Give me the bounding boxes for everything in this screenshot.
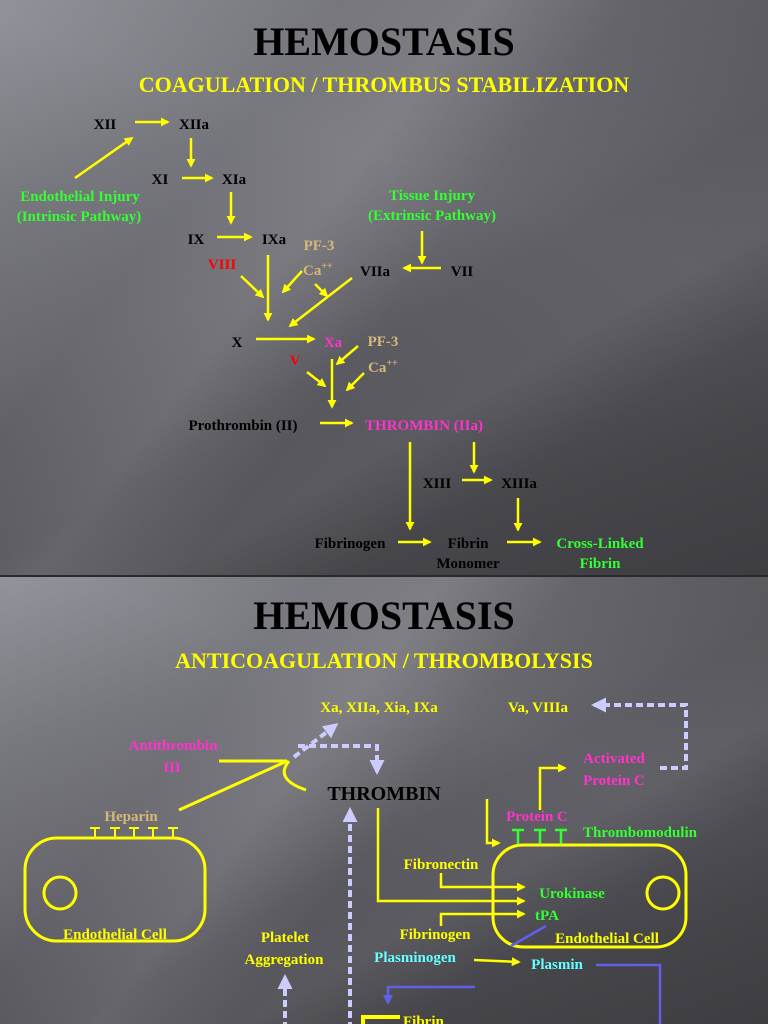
platelet-aggregation-sublabel: Aggregation [245, 952, 325, 968]
thrombin-label: THROMBIN (IIa) [365, 418, 483, 434]
thrombomodulin-label: Thrombomodulin [583, 825, 698, 841]
calcium-symbol: Ca [368, 360, 387, 376]
thrombomodulin-receptor-tick [555, 828, 567, 845]
thrombomodulin-receptor-tick [512, 828, 524, 845]
xa-pf3-label: PF-3 [368, 334, 399, 350]
activated-protein-c-label: Activated [583, 751, 645, 767]
arrow-inhibit-factors [292, 723, 339, 759]
slide-divider [0, 575, 768, 577]
plasmin-action-line [596, 963, 662, 1024]
calcium-charge: ++ [386, 358, 398, 369]
arrow-viia-converge [288, 277, 353, 328]
factor-xa: Xa [324, 335, 343, 351]
slide-subtitle: ANTICOAGULATION / THROMBOLYSIS [175, 648, 593, 673]
factor-vii: VII [451, 264, 474, 280]
calcium-symbol: Ca [303, 263, 322, 279]
ixa-pf3-label: PF-3 [304, 238, 335, 254]
heparin-link-line [178, 760, 286, 812]
fibrin-monomer-sublabel: Monomer [436, 556, 500, 572]
plasminogen-label: Plasminogen [374, 950, 456, 966]
coagulation-slide: HEMOSTASIS COAGULATION / THROMBUS STABIL… [0, 0, 768, 575]
arrow-plasmin-to-fibrin [383, 985, 475, 1005]
factor-v: V [290, 353, 301, 369]
platelet-aggregation-label: Platelet [261, 930, 309, 946]
arrow-calcium-xa-converge [345, 372, 365, 392]
arrow-calcium-converge [314, 283, 329, 298]
heparin-receptor-tick [148, 827, 158, 838]
arrow-injury-to-xii [74, 136, 134, 180]
factor-viia: VIIa [360, 264, 391, 280]
arrow-viii-converge [240, 275, 265, 299]
protein-c-label: Protein C [506, 809, 568, 825]
endothelial-cell-left [23, 836, 207, 943]
calcium-charge: ++ [321, 261, 333, 272]
factor-xiiia: XIIIa [501, 476, 537, 492]
plasmin-label: Plasmin [531, 957, 583, 973]
extrinsic-pathway-label: Tissue Injury [389, 188, 476, 204]
arrow-plasminogen-to-plasmin [473, 957, 521, 967]
heparin-receptor-tick [90, 827, 100, 838]
arrow-pf3-xa-converge [335, 345, 359, 366]
arrow-protein-c-activation [538, 763, 567, 810]
inhibition-bracket [282, 760, 307, 792]
arrow-pf3-converge [281, 270, 303, 294]
heparin-label: Heparin [104, 809, 158, 825]
heparin-receptor-tick [168, 827, 178, 838]
factor-xii: XII [94, 117, 117, 133]
heparin-receptor-tick [129, 827, 139, 838]
fibrin-monomer-label: Fibrin [448, 536, 489, 552]
extrinsic-pathway-sublabel: (Extrinsic Pathway) [368, 208, 496, 224]
endothelial-cell-right-label: Endothelial Cell [555, 931, 659, 947]
slide-title: HEMOSTASIS [253, 593, 515, 638]
endothelial-cell-left-label: Endothelial Cell [63, 927, 167, 943]
arrow-thrombin-to-activators [376, 808, 526, 906]
factor-viii: VIII [208, 257, 237, 273]
factor-ixa: IXa [262, 232, 287, 248]
factor-xiii: XIII [423, 476, 452, 492]
intrinsic-pathway-sublabel: (Intrinsic Pathway) [17, 209, 142, 225]
factor-xia: XIa [222, 172, 247, 188]
urokinase-label: Urokinase [539, 886, 605, 902]
thrombin-label: THROMBIN [327, 783, 441, 805]
coagulation-diagram: HEMOSTASIS COAGULATION / THROMBUS STABIL… [17, 19, 645, 572]
prothrombin-label: Prothrombin (II) [188, 418, 297, 434]
factor-x: X [232, 335, 243, 351]
activated-protein-c-sublabel: Protein C [583, 773, 645, 789]
inactivated-factors-label: Xa, XIIa, Xia, IXa [320, 700, 438, 716]
ixa-calcium-label: Ca++ [303, 261, 333, 279]
arrow-thrombin-to-thrombomodulin [485, 799, 501, 848]
arrow-inhibit-thrombin [298, 744, 385, 775]
cell-nucleus-right [645, 875, 681, 911]
inactivated-cofactors-label: Va, VIIIa [508, 700, 569, 716]
arrow-fibrinogen-to-activators [439, 909, 526, 926]
fibrinogen-label: Fibrinogen [400, 927, 471, 943]
factor-xiia: XIIa [179, 117, 210, 133]
arrow-fibronectin-to-activators [439, 873, 526, 892]
heparin-receptor-tick [110, 827, 120, 838]
tpa-activation-line [510, 924, 547, 948]
antithrombin-label: Antithrombin [129, 738, 219, 754]
endothelial-cell-right [491, 843, 688, 949]
fibronectin-label: Fibronectin [404, 857, 479, 873]
fibrinogen-label: Fibrinogen [315, 536, 386, 552]
factor-xi: XI [152, 172, 169, 188]
anticoagulation-slide: HEMOSTASIS ANTICOAGULATION / THROMBOLYSI… [0, 577, 768, 1024]
cross-linked-fibrin-sublabel: Fibrin [580, 556, 621, 572]
thrombomodulin-receptor-tick [534, 828, 546, 845]
fibrin-bracket-line [361, 1015, 400, 1024]
tpa-label: tPA [535, 908, 559, 924]
arrow-apc-inhibits-cofactors [591, 697, 688, 770]
cross-linked-fibrin-label: Cross-Linked [556, 536, 644, 552]
cell-nucleus-left [42, 875, 78, 911]
arrow-v-converge [306, 371, 327, 388]
intrinsic-pathway-label: Endothelial Injury [20, 189, 140, 205]
anticoagulation-diagram: HEMOSTASIS ANTICOAGULATION / THROMBOLYSI… [23, 593, 698, 1024]
antithrombin-sublabel: III [163, 760, 181, 776]
fibrin-label: Fibrin [403, 1014, 444, 1024]
xa-calcium-label: Ca++ [368, 358, 398, 376]
slide-subtitle: COAGULATION / THROMBUS STABILIZATION [139, 72, 630, 97]
slide-title: HEMOSTASIS [253, 19, 515, 64]
factor-ix: IX [188, 232, 205, 248]
